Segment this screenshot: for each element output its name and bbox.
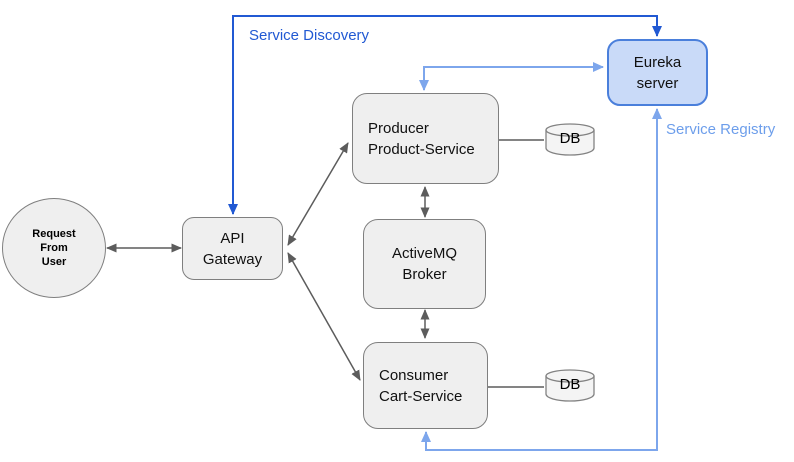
service-registry-label: Service Registry <box>666 121 776 138</box>
node-label-line: Producer <box>368 119 429 137</box>
database-icon <box>545 123 595 156</box>
node-activemq-broker: ActiveMQ Broker <box>363 219 486 309</box>
node-api-gateway: API Gateway <box>182 217 283 280</box>
node-consumer-cart-service: Consumer Cart-Service <box>363 342 488 429</box>
node-label-line: From <box>40 242 68 254</box>
database-label: DB <box>559 130 581 147</box>
node-label-line: Product-Service <box>368 140 475 158</box>
arrow-producer-eureka <box>419 62 604 91</box>
service-discovery-label: Service Discovery <box>249 27 370 44</box>
node-label-line: Consumer <box>379 366 449 384</box>
database-icon <box>545 369 595 402</box>
node-label-line: ActiveMQ <box>391 245 457 262</box>
node-request-from-user: Request From User <box>2 198 106 298</box>
node-label-line: Cart-Service <box>379 387 463 405</box>
node-label-line: Eureka <box>633 53 682 71</box>
database-product-cylinder: DB <box>545 123 595 156</box>
node-label-line: Broker <box>402 266 447 283</box>
node-label-line: User <box>41 256 67 268</box>
database-cart-cylinder: DB <box>545 369 595 402</box>
node-label-line: API <box>220 229 245 247</box>
node-label-line: server <box>636 74 679 92</box>
database-label: DB <box>559 376 581 393</box>
node-eureka-server: Eureka server <box>607 39 708 106</box>
arrow-gateway-consumer <box>287 252 361 381</box>
node-label-line: Gateway <box>202 250 263 268</box>
node-label-line: Request <box>32 228 76 240</box>
node-producer-product-service: Producer Product-Service <box>352 93 499 184</box>
arrow-gateway-producer <box>287 142 349 246</box>
